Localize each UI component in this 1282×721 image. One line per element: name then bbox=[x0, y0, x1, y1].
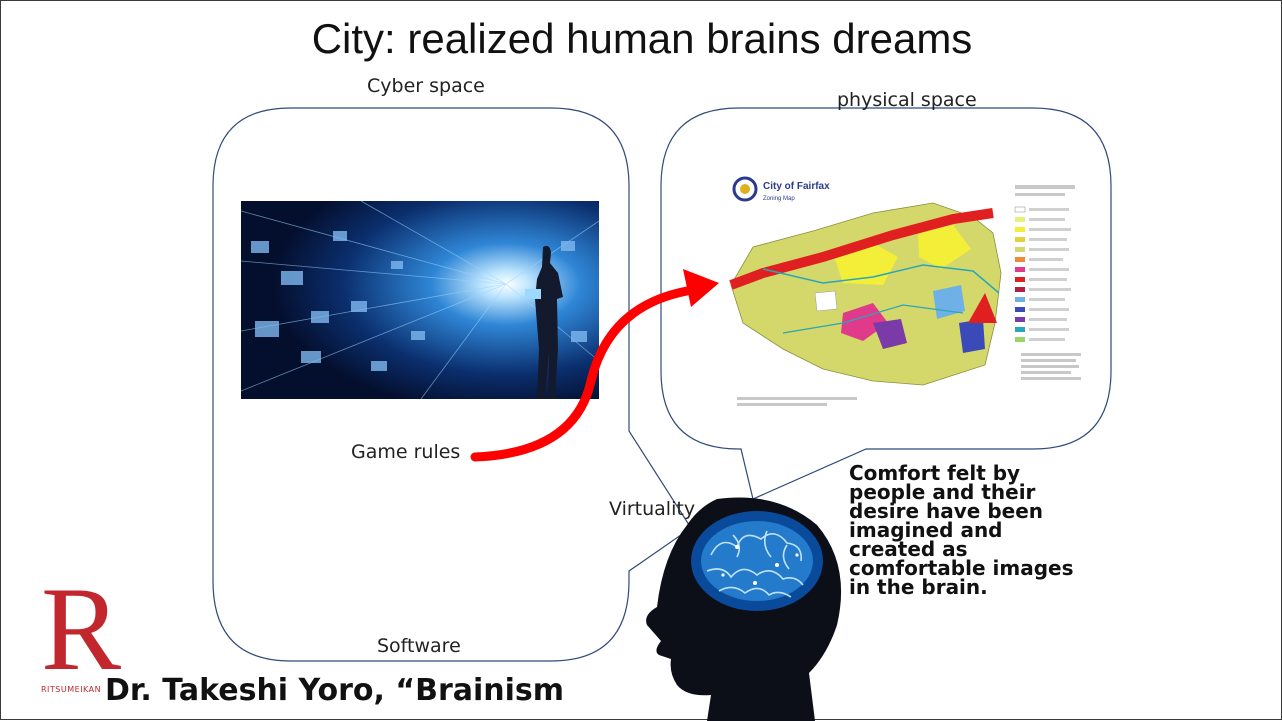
physical-space-bubble bbox=[660, 107, 1112, 500]
comfort-note: Comfort felt by people and their desire … bbox=[849, 461, 1074, 599]
map-subtitle: Zoning Map bbox=[763, 196, 795, 202]
map-title: City of Fairfax bbox=[763, 181, 830, 192]
virtuality-label: Virtuality bbox=[609, 498, 696, 520]
cyber-space-label: Cyber space bbox=[367, 75, 485, 97]
footer-citation: Dr. Takeshi Yoro, “Brainism bbox=[105, 673, 565, 708]
brain-head-image bbox=[646, 497, 842, 721]
cyber-space-bubble bbox=[212, 107, 692, 662]
ritsumeikan-logo-wordmark: RITSUMEIKAN bbox=[41, 685, 102, 694]
game-rules-label: Game rules bbox=[351, 441, 461, 463]
physical-space-label: physical space bbox=[837, 89, 977, 111]
cyber-space-image bbox=[241, 201, 599, 399]
software-label: Software bbox=[377, 635, 461, 657]
ritsumeikan-logo-letter: R bbox=[41, 562, 122, 695]
city-zoning-map-image: City of Fairfax Zoning Map bbox=[723, 173, 1093, 417]
slide-title: City: realized human brains dreams bbox=[311, 15, 973, 62]
